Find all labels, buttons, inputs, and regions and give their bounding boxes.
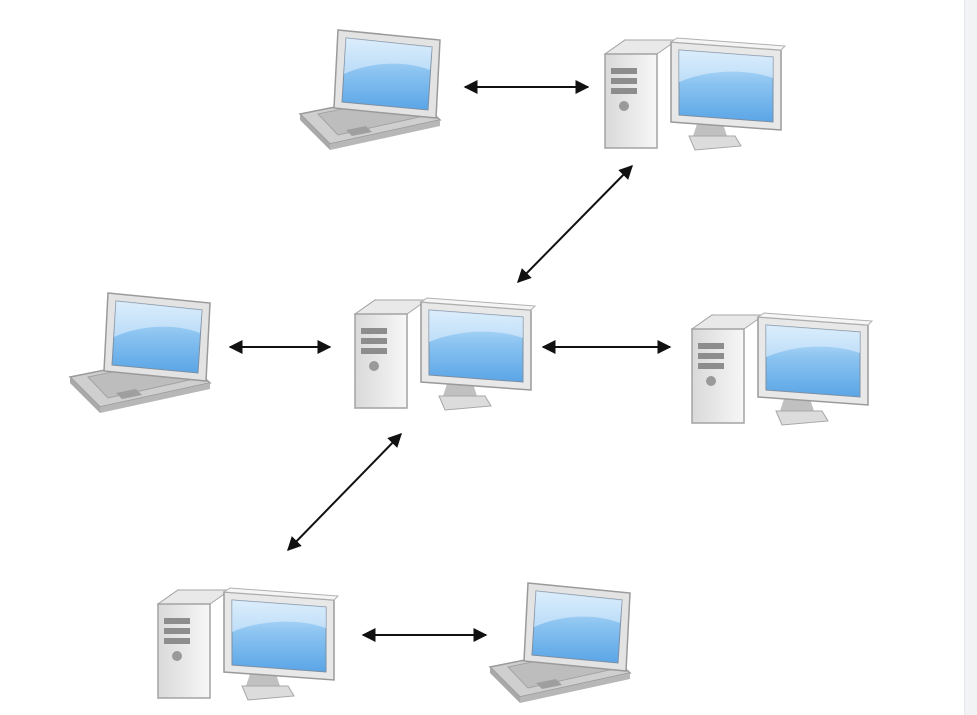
node-desktop-center	[354, 297, 536, 411]
scrollbar-track[interactable]	[964, 0, 977, 715]
node-desktop-top	[604, 37, 786, 151]
node-laptop-top	[299, 29, 441, 151]
node-laptop-left	[69, 292, 211, 414]
node-desktop-bottom	[157, 587, 339, 701]
edge-desktop-top-desktop-center	[517, 165, 633, 283]
node-laptop-bottom	[489, 582, 631, 704]
node-desktop-right	[691, 312, 873, 426]
edge-desktop-center-desktop-bottom	[287, 432, 402, 552]
